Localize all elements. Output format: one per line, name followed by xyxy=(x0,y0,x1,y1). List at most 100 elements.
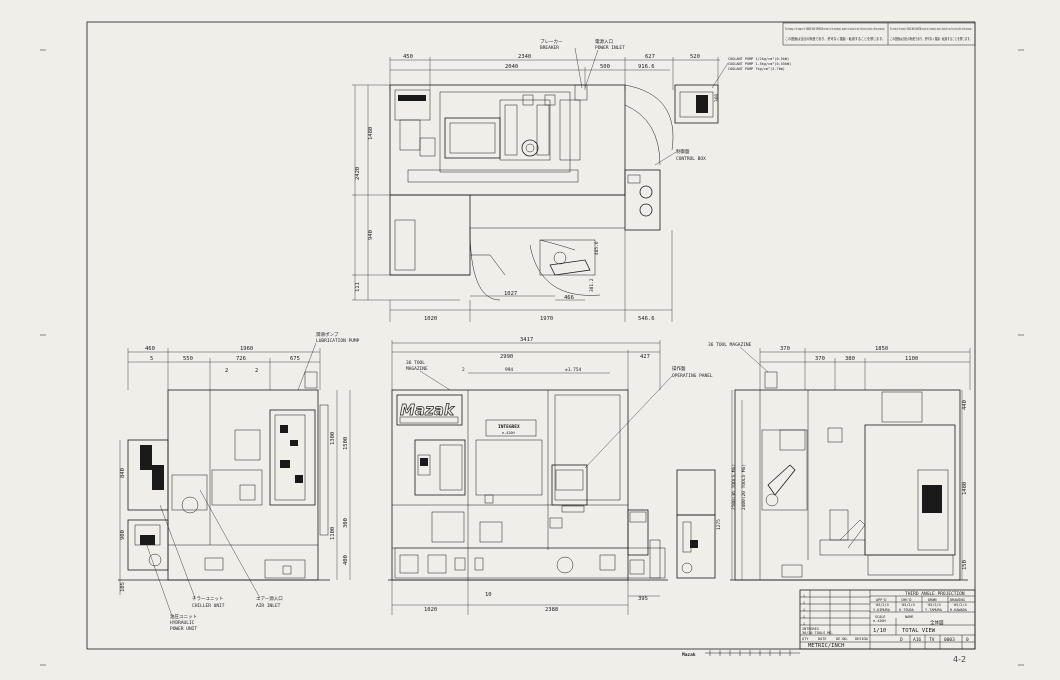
page-number: 4-2 xyxy=(953,655,966,664)
name-jp: 全体図 xyxy=(930,619,944,626)
notice-jp: この図面は当社の財産であり、許可なく複製・転用することを禁じます。 xyxy=(785,36,885,41)
lv-dim-5: 5 xyxy=(150,356,153,362)
side-box-dim: 360 xyxy=(714,94,720,102)
date-3: '05/2/4 xyxy=(926,603,941,607)
inner-dim-381: 381.2 xyxy=(589,278,595,292)
left-dim-1480: 1480 xyxy=(368,127,374,140)
coolant-pump-2: COOLANT PUMP 1.5kg/cm²(0.55kW) xyxy=(728,62,791,66)
fv-dim-2: 2 xyxy=(462,367,465,373)
lv-dim-1100: 1100 xyxy=(330,527,336,540)
rv-dim-1480: 1480 xyxy=(962,482,968,495)
lv-dim-2a: 2 xyxy=(225,368,228,374)
lv-dim-1500: 1500 xyxy=(343,437,349,450)
rev-row-2: △ xyxy=(803,600,806,604)
row-label-qty: QTY xyxy=(802,637,809,641)
fv-dim-1020: 1020 xyxy=(424,607,437,613)
bottom-dim-1020: 1020 xyxy=(424,316,437,322)
date-2: '05/2/4 xyxy=(900,603,915,607)
unit-label: METRIC/INCH xyxy=(808,643,844,649)
left-dim-2420: 2420 xyxy=(355,167,361,180)
chiller-jp: チラーユニット xyxy=(192,596,224,602)
rev-row-1: △ xyxy=(803,593,806,597)
name-4: H.KAWADA xyxy=(950,608,968,612)
role-chkd: CHK'D xyxy=(901,598,912,602)
lv-dim-726: 726 xyxy=(236,356,246,362)
model-row-1: INTEGREX xyxy=(802,627,820,631)
integrex-sub: e-420H xyxy=(502,431,515,435)
top-dim-450: 450 xyxy=(403,54,413,60)
left-dim-111: 111 xyxy=(355,282,361,292)
lv-dim-550: 550 xyxy=(183,356,193,362)
fv-dim-3417: 3417 xyxy=(520,337,533,343)
lv-dim-1960: 1960 xyxy=(240,346,253,352)
scale-value: 1/10 xyxy=(873,628,886,634)
inner-dim-485: 485.6 xyxy=(594,241,600,255)
model-row-2: e-420H xyxy=(873,619,886,623)
lube-pump-en: LUBRICATION PUMP xyxy=(316,338,360,344)
dwg-part-5: 0 xyxy=(966,637,969,643)
hydraulic-en-1: HYDRAULIC xyxy=(170,620,195,626)
lv-dim-1300: 1300 xyxy=(330,432,336,445)
tools-label: 36/20 TOOLS MG. xyxy=(802,631,834,635)
hydraulic-jp: 油圧ユニット xyxy=(170,613,197,620)
scale-label: SCALE xyxy=(875,615,886,619)
power-inlet-en: POWER INLET xyxy=(595,45,625,51)
rv-dim-1850: 1850 xyxy=(875,346,888,352)
chiller-en: CHILLER UNIT xyxy=(192,603,225,609)
breaker-jp: ブレーカー xyxy=(540,38,563,45)
operating-panel-jp: 操作盤 xyxy=(672,365,686,372)
top-dim-916: 916.6 xyxy=(638,64,655,70)
top-dim-627: 627 xyxy=(645,54,655,60)
lv-dim-400: 400 xyxy=(343,555,349,565)
fv-dim-994: 994 xyxy=(505,367,513,373)
dwg-part-4: 0003 xyxy=(944,637,955,643)
footer-maker: Mazak xyxy=(682,652,696,658)
top-dim-2340: 2340 xyxy=(518,54,531,60)
rv-dim-380: 380 xyxy=(845,356,855,362)
name-2: H.TSUDA xyxy=(899,608,915,612)
bottom-dim-546: 546.6 xyxy=(638,316,655,322)
control-box-en: CONTROL BOX xyxy=(676,156,706,162)
lv-dim-2b: 2 xyxy=(255,368,258,374)
title-block: THIRD ANGLE PROJECTION APP'D CHK'D DRWN … xyxy=(799,589,976,650)
name-label: NAME xyxy=(905,615,913,619)
operating-panel-en: OPERATING PANEL xyxy=(672,373,713,379)
role-drwn: DRWN xyxy=(928,598,936,602)
coolant-pump-1: COOLANT PUMP 1/2kg/cm²(0.5kW) xyxy=(728,57,789,61)
lv-dim-105: 105 xyxy=(120,582,126,592)
lube-pump-jp: 潤滑ポンプ xyxy=(316,331,339,338)
drawing-border xyxy=(86,21,976,650)
row-label-design: DESIGN xyxy=(855,637,868,641)
name-1: Y.KIMURA xyxy=(873,608,891,612)
rv-tool-magazine: 36 TOOL MAGAZINE xyxy=(708,342,752,348)
name-3: Y.TAMURA xyxy=(925,608,943,612)
rv-dim-370: 370 xyxy=(780,346,790,352)
date-1: '05/2/4 xyxy=(874,603,889,607)
tool-magazine-2: MAGAZINE xyxy=(406,366,428,372)
lv-dim-460: 460 xyxy=(145,346,155,352)
name-en: TOTAL VIEW xyxy=(902,628,936,634)
row-label-date: DATE xyxy=(818,637,826,641)
left-side-view: 460 1960 5 550 726 675 2 2 潤滑ポンプ LUBRICA… xyxy=(118,331,360,632)
bottom-dim-1970: 1970 xyxy=(540,316,553,322)
rv-dim-1100: 1100 xyxy=(905,356,918,362)
breaker-en: BREAKER xyxy=(540,45,559,51)
role-drawing: DRAWING xyxy=(950,598,965,602)
fv-dim-2990: 2990 xyxy=(500,354,513,360)
lv-dim-300: 300 xyxy=(343,518,349,528)
rv-dim-440: 440 xyxy=(962,400,968,410)
hydraulic-en-2: POWER UNIT xyxy=(170,626,197,632)
tool-magazine-1: 36 TOOL xyxy=(406,360,425,366)
dwg-part-3: TV xyxy=(929,637,935,643)
lv-dim-675: 675 xyxy=(290,356,300,362)
dwg-part-2: A16 xyxy=(913,637,921,643)
rev-row-4: △ xyxy=(803,614,806,618)
lv-dim-840: 840 xyxy=(120,468,126,478)
top-dim-500: 500 xyxy=(600,64,610,70)
rv-dim-370b: 370 xyxy=(815,356,825,362)
inner-dim-1027: 1027 xyxy=(504,291,517,297)
fv-dim-2388: 2388 xyxy=(545,607,558,613)
fv-dim-10: 10 xyxy=(485,592,492,598)
